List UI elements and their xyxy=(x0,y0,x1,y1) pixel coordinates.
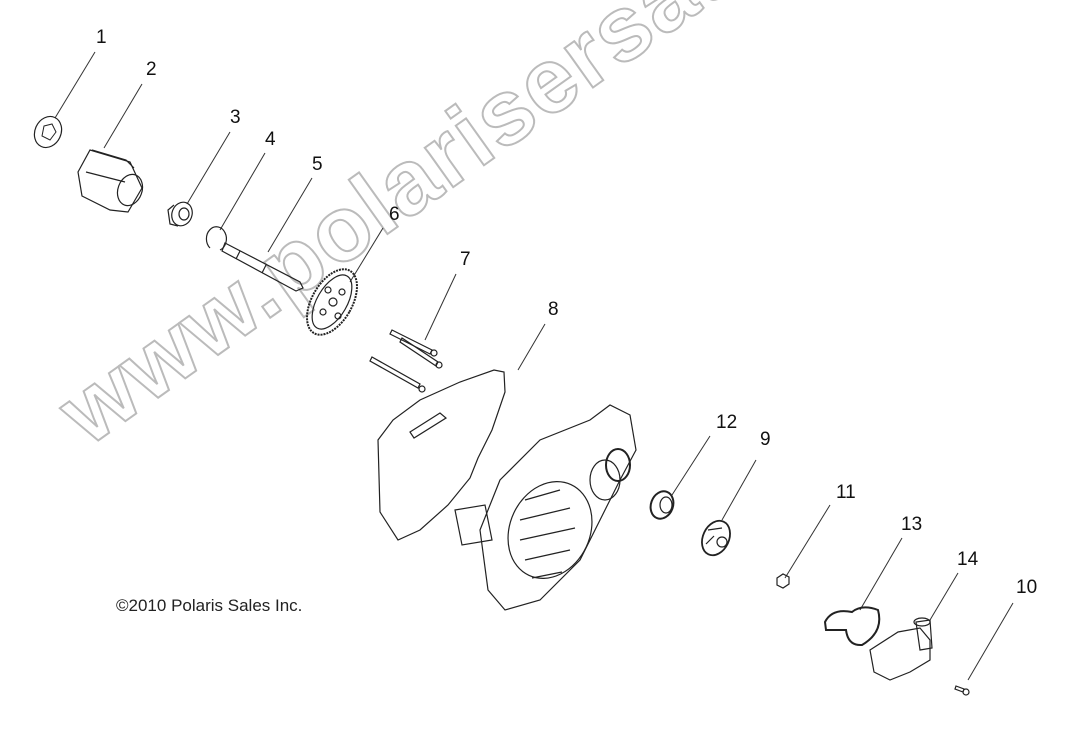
callout-9: 9 xyxy=(760,429,771,450)
gasket-icon xyxy=(377,369,506,541)
callout-3: 3 xyxy=(230,107,241,128)
impeller-icon xyxy=(701,519,731,557)
callout-11: 11 xyxy=(836,482,856,503)
bolt-icon xyxy=(369,329,443,393)
callout-7: 7 xyxy=(460,249,471,270)
callout-10: 10 xyxy=(1016,577,1038,598)
shaft-icon xyxy=(221,242,304,292)
callout-6: 6 xyxy=(389,204,400,225)
bearing-icon xyxy=(167,201,193,227)
oil-pump-housing-icon xyxy=(77,149,144,213)
o-ring-icon xyxy=(823,606,881,647)
callout-12: 12 xyxy=(716,412,738,433)
stator-cover-icon xyxy=(454,404,637,611)
gear-icon xyxy=(306,268,358,336)
snap-ring-icon xyxy=(205,226,228,251)
callout-2: 2 xyxy=(146,59,157,80)
water-pump-cover-icon xyxy=(869,617,933,681)
callout-8: 8 xyxy=(548,299,559,320)
copyright-text: ©2010 Polaris Sales Inc. xyxy=(116,596,303,615)
callout-14: 14 xyxy=(957,549,979,570)
oil-pump-rotor-icon xyxy=(33,115,63,149)
callout-13: 13 xyxy=(901,514,923,535)
leader-lines xyxy=(54,51,1014,681)
callout-4: 4 xyxy=(265,129,276,150)
screw-icon xyxy=(954,685,970,696)
nut-icon xyxy=(776,573,790,589)
callout-5: 5 xyxy=(312,154,323,175)
callout-1: 1 xyxy=(96,27,107,48)
seal-icon xyxy=(649,490,675,520)
